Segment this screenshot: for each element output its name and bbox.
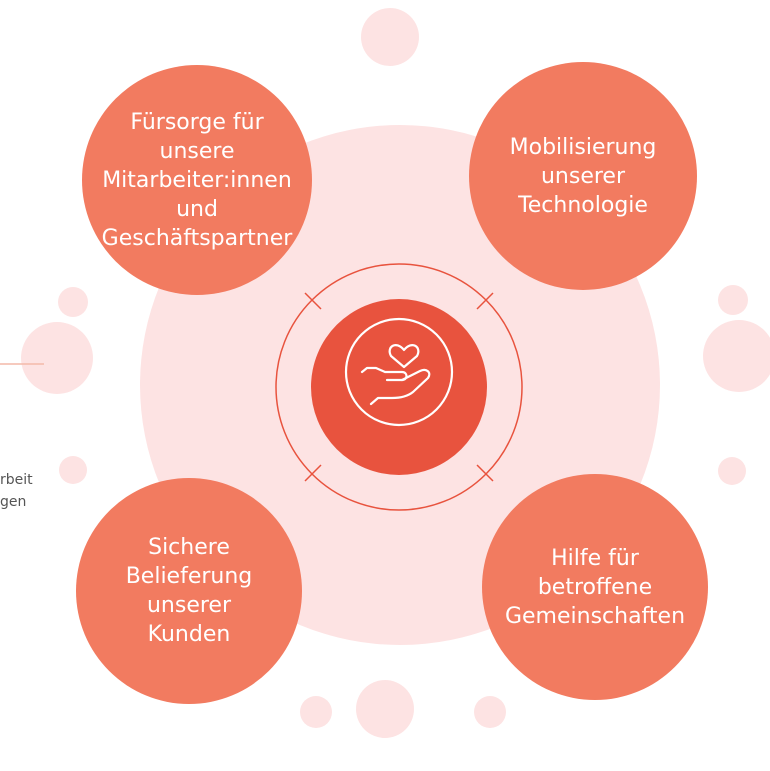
decor-circle-right-large — [703, 320, 770, 392]
node-bottom-left: Sichere Belieferung unserer Kunden — [76, 478, 302, 704]
decor-circle-right-top — [718, 285, 748, 315]
ring-tick-marks — [304, 292, 494, 482]
decor-circle-bottom — [356, 680, 414, 738]
node-top-left: Fürsorge für unsere Mitarbeiter:innen un… — [82, 65, 312, 295]
node-top-right: Mobilisierung unserer Technologie — [469, 62, 697, 290]
decor-circle-left-bottom — [59, 456, 87, 484]
decor-circle-bottom-small-right — [474, 696, 506, 728]
decor-circle-left-large — [21, 322, 93, 394]
decor-circle-left-top — [58, 287, 88, 317]
decor-circle-top — [361, 8, 419, 66]
decor-circle-bottom-small-left — [300, 696, 332, 728]
center-disc — [311, 299, 487, 475]
cut-off-text-line-1: rbeit — [0, 472, 33, 488]
cut-off-text-line-2: gen — [0, 494, 27, 510]
decor-circle-right-bottom — [718, 457, 746, 485]
outer-ring — [275, 263, 523, 511]
node-bottom-right: Hilfe für betroffene Gemeinschaften — [482, 474, 708, 700]
heart-in-hand-icon — [344, 317, 454, 427]
